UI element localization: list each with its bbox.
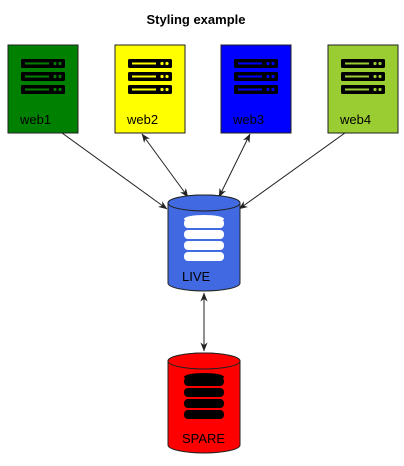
server-icon <box>341 59 385 94</box>
server-label: web3 <box>232 112 264 127</box>
edge-web1-live <box>50 124 168 210</box>
database-label: SPARE <box>182 431 225 446</box>
server-label: web4 <box>339 112 371 127</box>
server-node-web4: web4 <box>327 44 399 134</box>
diagram-title: Styling example <box>147 12 246 27</box>
server-icon <box>128 59 172 94</box>
edge-web4-live <box>238 124 357 210</box>
database-top <box>167 194 241 212</box>
edge-layer <box>50 124 357 352</box>
server-node-web3: web3 <box>220 44 292 134</box>
database-top <box>167 352 241 370</box>
server-node-web2: web2 <box>114 44 186 134</box>
edge-web2-live <box>141 133 189 198</box>
server-icon <box>21 59 65 94</box>
server-icon <box>234 59 278 94</box>
server-node-web1: web1 <box>7 44 79 134</box>
server-label: web2 <box>126 112 158 127</box>
edge-web3-live <box>218 133 251 198</box>
database-icon <box>184 373 224 419</box>
database-icon <box>184 215 224 261</box>
database-node-live: LIVE <box>167 194 241 292</box>
database-label: LIVE <box>182 269 211 284</box>
server-label: web1 <box>19 112 51 127</box>
database-node-spare: SPARE <box>167 352 241 454</box>
